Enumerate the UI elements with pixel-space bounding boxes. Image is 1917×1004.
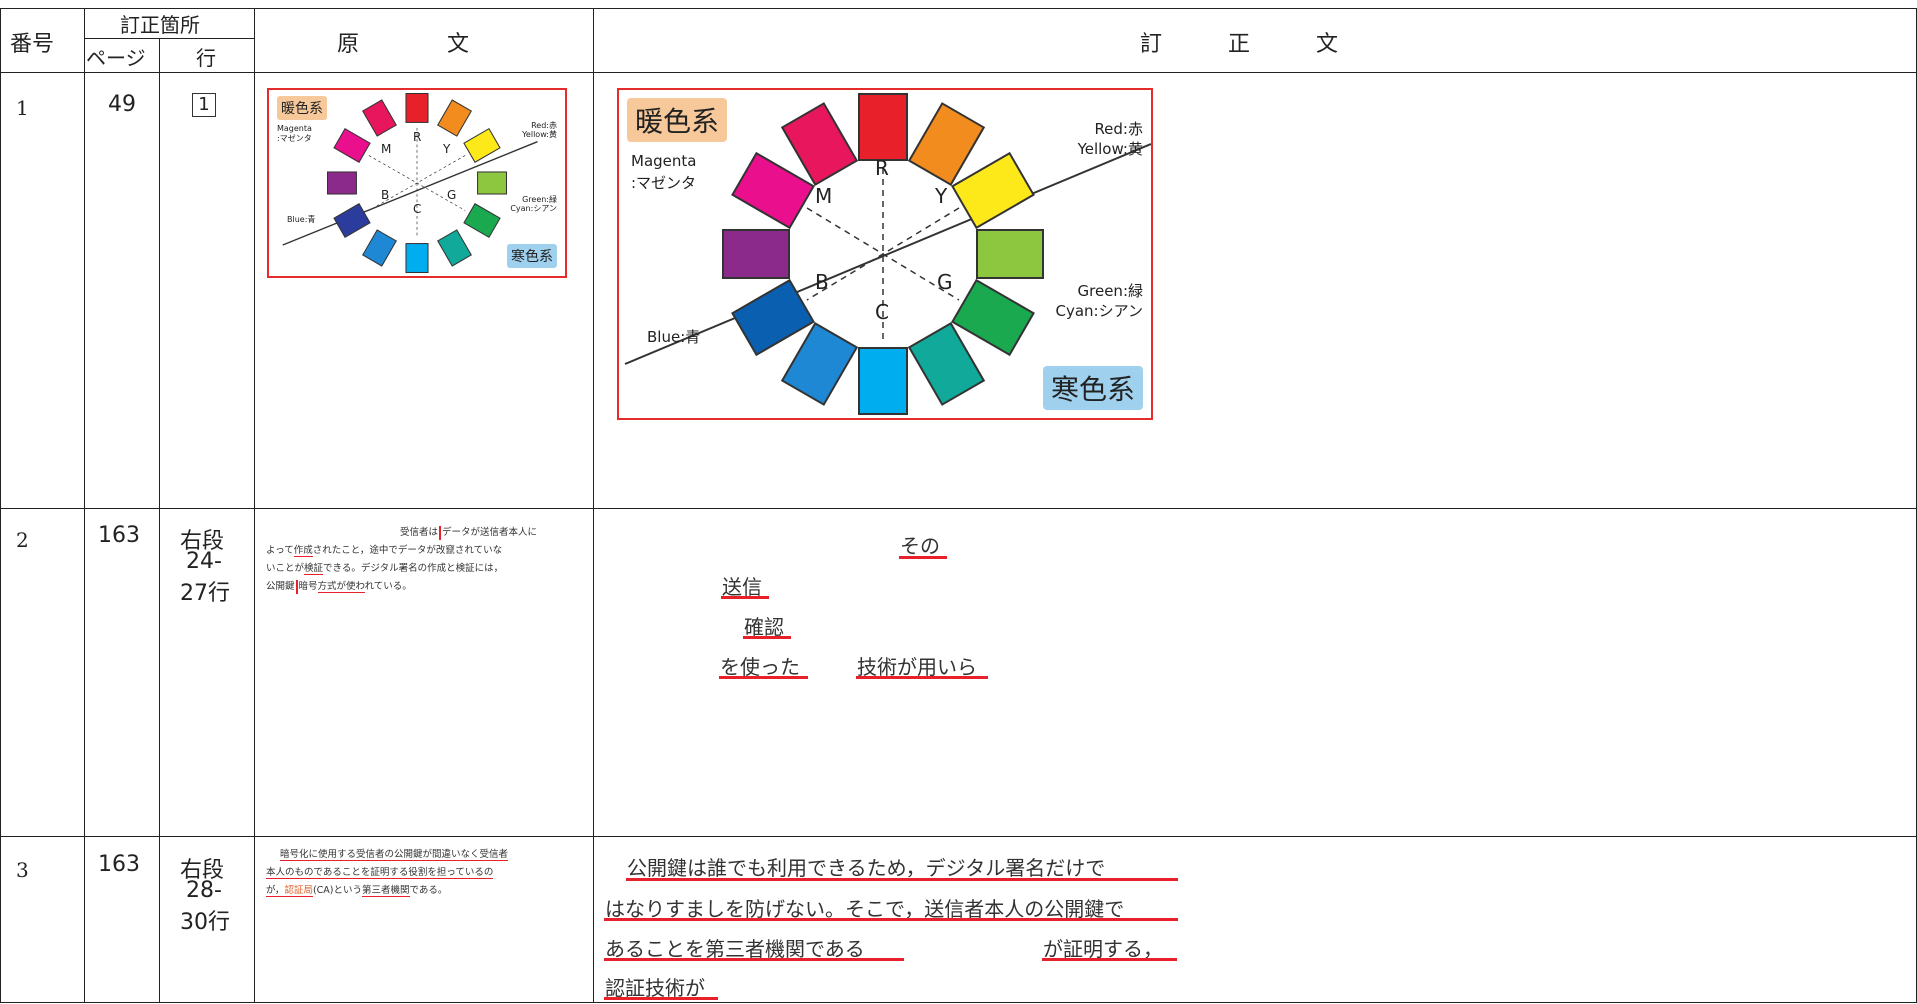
letter-b-large: B [815, 270, 829, 294]
letter-c-small: C [413, 202, 422, 216]
letter-g-small: G [447, 188, 457, 202]
cyan-label-small: Cyan:シアン [510, 204, 557, 213]
row2-correction-0: その [900, 534, 940, 558]
green-label-large: Green:緑 [1077, 282, 1143, 300]
cyan-label-large: Cyan:シアン [1055, 302, 1143, 320]
blue-label-small: Blue:青 [287, 215, 316, 224]
yellow-label-large: Yellow:黄 [1077, 140, 1143, 158]
row1-line: 1 [198, 94, 210, 115]
row3-line2: 28- [186, 878, 222, 903]
letter-r-small: R [413, 130, 422, 144]
red-label-large: Red:赤 [1094, 120, 1143, 138]
header-location: 訂正箇所 [120, 13, 200, 37]
cool-label-small: 寒色系 [507, 244, 557, 268]
header-corrected: 訂 正 文 [1140, 32, 1339, 57]
blue-label-large: Blue:青 [647, 328, 701, 346]
header-line: 行 [196, 46, 216, 70]
row3-page: 163 [98, 852, 140, 877]
row1-page: 49 [108, 92, 136, 117]
header-original: 原 文 [337, 32, 470, 57]
row2-line1: 右段 [180, 529, 225, 554]
header-number: 番号 [10, 32, 55, 57]
row1-number: 1 [16, 96, 29, 120]
row3-correction-3: が証明する， [1043, 937, 1163, 961]
magenta-label-small: Magenta [277, 124, 312, 133]
magenta-jp-label-large: :マゼンタ [631, 174, 697, 192]
letter-b-small: B [381, 188, 390, 202]
row2-original-text: 受信者はデータが送信者本人に よって作成されたこと，途中でデータが改竄されていな… [266, 525, 538, 594]
letter-m-large: M [815, 184, 833, 208]
row3-correction-2: あることを第三者機関である [605, 937, 865, 961]
row3-line1: 右段 [180, 858, 225, 883]
row2-correction-4: 技術が用いら [857, 655, 977, 679]
header-page: ページ [86, 46, 146, 70]
red-label-small: Red:赤 [531, 121, 557, 130]
warm-label-large: 暖色系 [627, 98, 728, 142]
letter-m-small: M [381, 142, 392, 156]
magenta-jp-label-small: :マゼンタ [277, 134, 312, 143]
row3-correction-1: はなりすましを防げない。そこで，送信者本人の公開鍵で [605, 897, 1125, 921]
green-label-small: Green:緑 [522, 195, 557, 204]
row2-line3: 27行 [180, 581, 230, 606]
row2-correction-1: 送信 [722, 575, 762, 599]
row2-page: 163 [98, 523, 140, 548]
warm-label-small: 暖色系 [277, 96, 327, 120]
letter-y-large: Y [935, 184, 948, 208]
row3-number: 3 [16, 858, 29, 882]
row2-number: 2 [16, 528, 29, 552]
letter-y-small: Y [443, 142, 451, 156]
row1-line-box: 1 [192, 93, 216, 117]
magenta-label-large: Magenta [631, 152, 697, 170]
row3-correction-0: 公開鍵は誰でも利用できるため，デジタル署名だけで [627, 856, 1106, 880]
row3-correction-4: 認証技術が [605, 976, 705, 1000]
row2-line2: 24- [186, 549, 222, 574]
row3-line3: 30行 [180, 910, 230, 935]
row2-correction-3: を使った [720, 655, 800, 679]
wheel-swatches-large [722, 93, 1044, 415]
letter-r-large: R [875, 156, 889, 180]
original-color-wheel: 暖色系 寒色系 Magenta :マゼンタ Red:赤 Yellow:黄 Gre… [267, 88, 567, 278]
letter-c-large: C [875, 300, 889, 324]
wheel-swatches-small [326, 92, 508, 274]
row2-correction-2: 確認 [744, 615, 784, 639]
cool-label-large: 寒色系 [1042, 366, 1143, 410]
yellow-label-small: Yellow:黄 [522, 130, 557, 139]
row3-original-text: 暗号化に使用する受信者の公開鍵が間違いなく受信者 本人のものであることを証明する… [266, 849, 509, 897]
letter-g-large: G [937, 270, 953, 294]
corrected-color-wheel: 暖色系 寒色系 Magenta :マゼンタ Red:赤 Yellow:黄 Gre… [617, 88, 1153, 420]
